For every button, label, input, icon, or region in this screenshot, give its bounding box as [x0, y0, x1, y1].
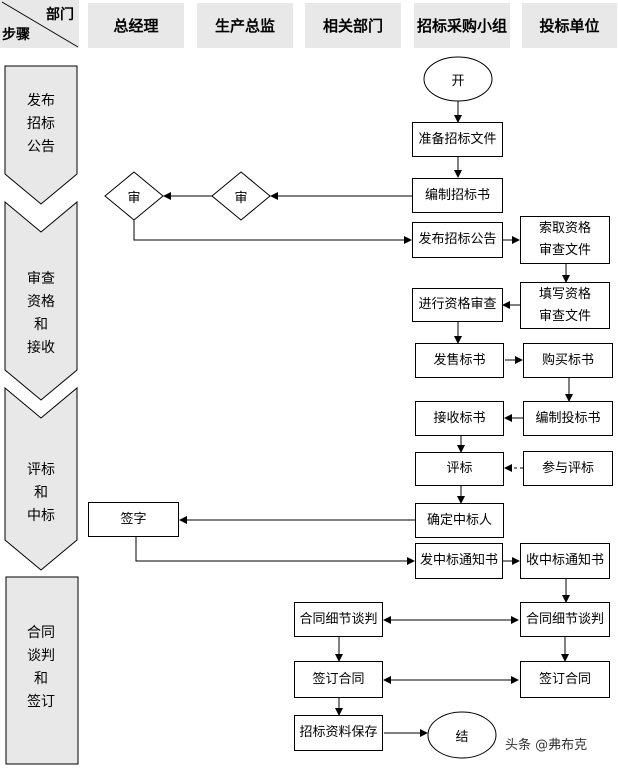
node-sell-tender[interactable]: 发售标书: [415, 343, 504, 378]
stage-3-label: 评标 和 中标: [5, 459, 77, 528]
stage-4-line: 和: [34, 671, 48, 687]
stage-4-line: 合同: [27, 625, 55, 641]
node-fill-docs[interactable]: 填写资格 审查文件: [520, 282, 610, 329]
node-prepare-docs[interactable]: 准备招标文件: [412, 122, 503, 157]
column-header-bidder: 投标单位: [522, 3, 617, 48]
node-compile-bid[interactable]: 编制投标书: [523, 401, 613, 436]
column-header-general-manager: 总经理: [88, 3, 184, 48]
stage-1-line: 发布: [27, 93, 55, 109]
review-director-label: 审: [234, 190, 248, 206]
header-step-label: 步骤: [2, 27, 30, 43]
stage-2-label: 审查 资格 和 接收: [5, 268, 77, 360]
node-confirm-winner[interactable]: 确定中标人: [415, 503, 504, 538]
start-label: 开: [451, 73, 465, 89]
node-compile-tender[interactable]: 编制招标书: [412, 178, 503, 213]
stage-4-line: 谈判: [27, 648, 55, 664]
stage-2-line: 和: [34, 317, 48, 333]
end-oval: [427, 711, 497, 759]
node-negotiate-left[interactable]: 合同细节谈判: [294, 602, 383, 637]
stage-3-line: 中标: [27, 508, 55, 524]
stage-2-chevron: [4, 200, 78, 401]
stage-3-line: 和: [34, 485, 48, 501]
node-sign-contract-left[interactable]: 签订合同: [294, 661, 383, 698]
corner-diagonal: [1, 1, 79, 48]
node-qualification-review[interactable]: 进行资格审查: [412, 288, 503, 322]
edge-review-publish: [133, 220, 412, 244]
stage-2-line: 接收: [27, 340, 55, 356]
header-corner: 部门 步骤: [0, 0, 79, 48]
node-request-docs[interactable]: 索取资格 审查文件: [520, 216, 610, 264]
watermark: 头条 @弗布克: [505, 738, 588, 753]
review-diamond-director: [211, 171, 271, 221]
header-department-label: 部门: [46, 7, 74, 23]
node-negotiate-right[interactable]: 合同细节谈判: [520, 602, 610, 637]
stage-1-chevron: [4, 65, 78, 205]
edge-sign-issue: [135, 537, 415, 565]
review-gm-label: 审: [127, 190, 141, 206]
end-label: 结: [455, 729, 469, 745]
stage-4-line: 签订: [27, 694, 55, 710]
node-sign[interactable]: 签字: [88, 502, 179, 537]
node-publish-notice[interactable]: 发布招标公告: [412, 222, 503, 258]
node-receive-notice[interactable]: 收中标通知书: [520, 543, 610, 579]
stage-3-line: 评标: [27, 462, 55, 478]
node-buy-tender[interactable]: 购买标书: [523, 343, 613, 378]
column-header-related-department: 相关部门: [305, 3, 401, 48]
stage-2-line: 审查: [27, 271, 55, 287]
column-header-procurement-team: 招标采购小组: [414, 3, 510, 48]
stage-4-box: [5, 576, 79, 765]
stage-1-line: 公告: [27, 139, 55, 155]
stage-1-label: 发布 招标 公告: [5, 90, 77, 159]
node-issue-notice[interactable]: 发中标通知书: [415, 543, 503, 579]
stage-1-line: 招标: [27, 116, 55, 132]
node-evaluate[interactable]: 评标: [415, 452, 504, 486]
stage-4-label: 合同 谈判 和 签订: [5, 622, 77, 714]
node-receive-bid[interactable]: 接收标书: [415, 401, 504, 436]
node-participate-eval[interactable]: 参与评标: [523, 451, 613, 486]
stage-3-chevron: [4, 386, 78, 571]
column-header-production-director: 生产总监: [197, 3, 293, 48]
node-sign-contract-right[interactable]: 签订合同: [520, 661, 610, 698]
node-archive[interactable]: 招标资料保存: [294, 715, 383, 751]
stage-2-line: 资格: [27, 294, 55, 310]
